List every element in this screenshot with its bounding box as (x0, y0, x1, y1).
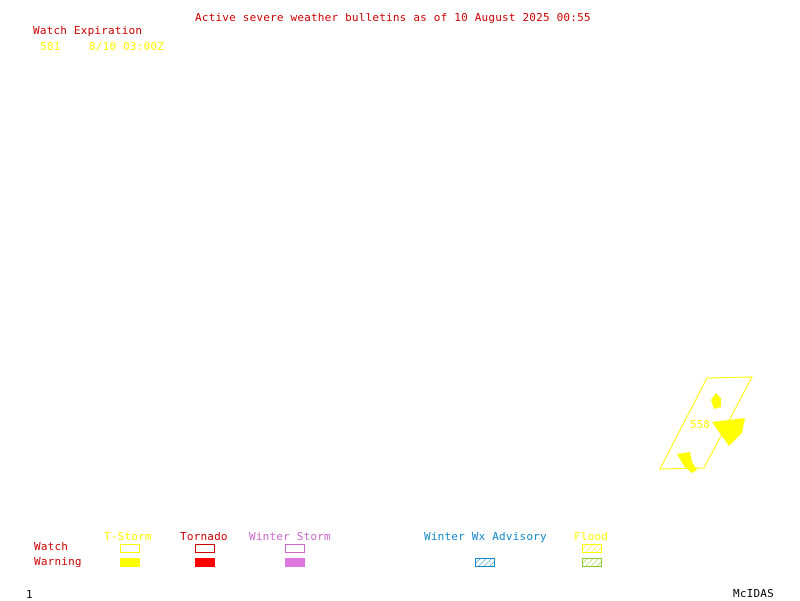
legend-flood-watch-swatch (582, 544, 602, 553)
legend-tstorm-watch-swatch (120, 544, 140, 553)
watch-box-outline (659, 376, 753, 470)
legend-tstorm-label: T-Storm (104, 530, 152, 543)
legend-winter-storm-warning-swatch (285, 558, 305, 567)
mcidas-brand: McIDAS (733, 587, 774, 600)
watch-box-label: 558 (690, 418, 710, 431)
legend-watch-label: Watch (34, 540, 69, 553)
legend-warning-label: Warning (34, 555, 82, 568)
bulletin-title: Active severe weather bulletins as of 10… (195, 11, 591, 24)
legend-winter-storm-watch-swatch (285, 544, 305, 553)
warning-polygon (711, 393, 721, 409)
legend-tornado-watch-swatch (195, 544, 215, 553)
legend-winter-wx-advisory-label: Winter Wx Advisory (424, 530, 547, 543)
legend-tstorm-warning-swatch (120, 558, 140, 567)
watch-expiration-time: 8/10 03:00Z (89, 40, 165, 53)
legend-tornado-label: Tornado (180, 530, 228, 543)
legend-flood-label: Flood (574, 530, 609, 543)
legend-winter-wx-advisory-warning-swatch (475, 558, 495, 567)
warning-polygon (712, 418, 745, 446)
legend-flood-warning-swatch (582, 558, 602, 567)
watch-number: 581 (40, 40, 61, 53)
watch-expiration-heading: Watch Expiration (33, 24, 143, 37)
warning-polygon (677, 452, 697, 473)
frame-number: 1 (26, 588, 33, 601)
legend-winter-storm-label: Winter Storm (249, 530, 331, 543)
legend-tornado-warning-swatch (195, 558, 215, 567)
